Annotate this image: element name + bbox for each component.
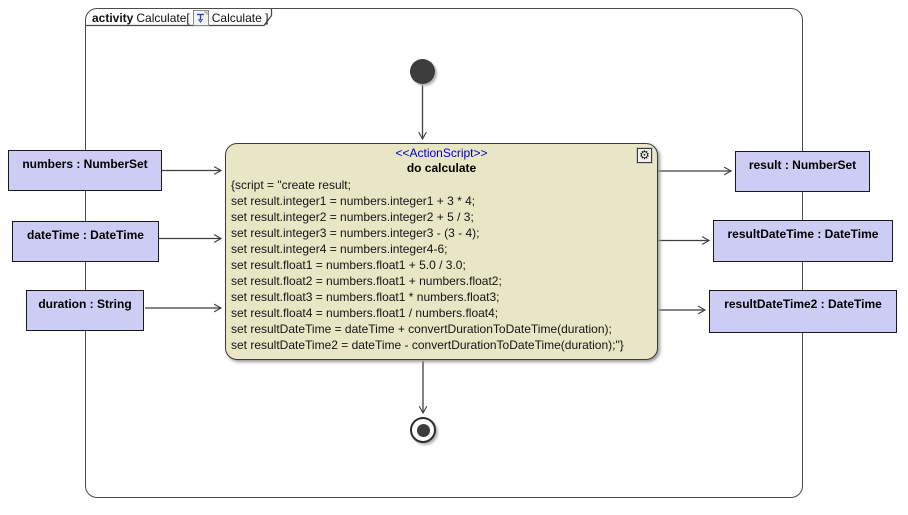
output-pin-resultdatetime[interactable]: resultDateTime : DateTime <box>713 220 893 262</box>
frame-name-right: Calculate ] <box>211 11 269 25</box>
input-pin-datetime[interactable]: dateTime : DateTime <box>12 221 159 262</box>
script-line: set result.integer4 = numbers.integer4-6… <box>231 242 448 256</box>
script-line: set result.integer3 = numbers.integer3 -… <box>231 226 480 240</box>
frame-title-tab <box>85 9 273 27</box>
frame-title: activity Calculate[ Calculate ] <box>92 10 268 26</box>
action-script-body: {script = "create result; set result.int… <box>226 177 657 353</box>
script-line: set result.integer1 = numbers.integer1 +… <box>231 194 476 208</box>
behavior-gear-icon[interactable]: ⚙ <box>637 148 652 163</box>
activity-final-node[interactable] <box>410 417 436 443</box>
frame-keyword: activity <box>92 11 134 25</box>
script-line: set result.integer2 = numbers.integer2 +… <box>231 210 474 224</box>
script-line: set result.float4 = numbers.float1 / num… <box>231 306 499 320</box>
input-pin-duration[interactable]: duration : String <box>26 290 144 331</box>
action-name: do calculate <box>406 161 477 175</box>
output-pin-resultdatetime2[interactable]: resultDateTime2 : DateTime <box>709 290 897 333</box>
input-pin-numbers[interactable]: numbers : NumberSet <box>8 150 162 191</box>
action-stereotype: <<ActionScript>> <box>395 146 488 160</box>
script-line: {script = "create result; <box>231 178 351 192</box>
action-node-do-calculate[interactable]: <<ActionScript>> do calculate {script = … <box>225 143 658 360</box>
activity-diagram-icon <box>192 10 209 26</box>
script-line: set result.float2 = numbers.float1 + num… <box>231 274 502 288</box>
script-line: set resultDateTime2 = dateTime - convert… <box>231 338 624 352</box>
script-line: set result.float1 = numbers.float1 + 5.0… <box>231 258 466 272</box>
final-node-inner-dot <box>416 423 430 437</box>
script-line: set resultDateTime = dateTime + convertD… <box>231 322 612 336</box>
frame-name-left: Calculate[ <box>136 11 190 25</box>
initial-node[interactable] <box>410 59 435 84</box>
script-line: set result.float3 = numbers.float1 * num… <box>231 290 500 304</box>
output-pin-result[interactable]: result : NumberSet <box>735 151 870 192</box>
